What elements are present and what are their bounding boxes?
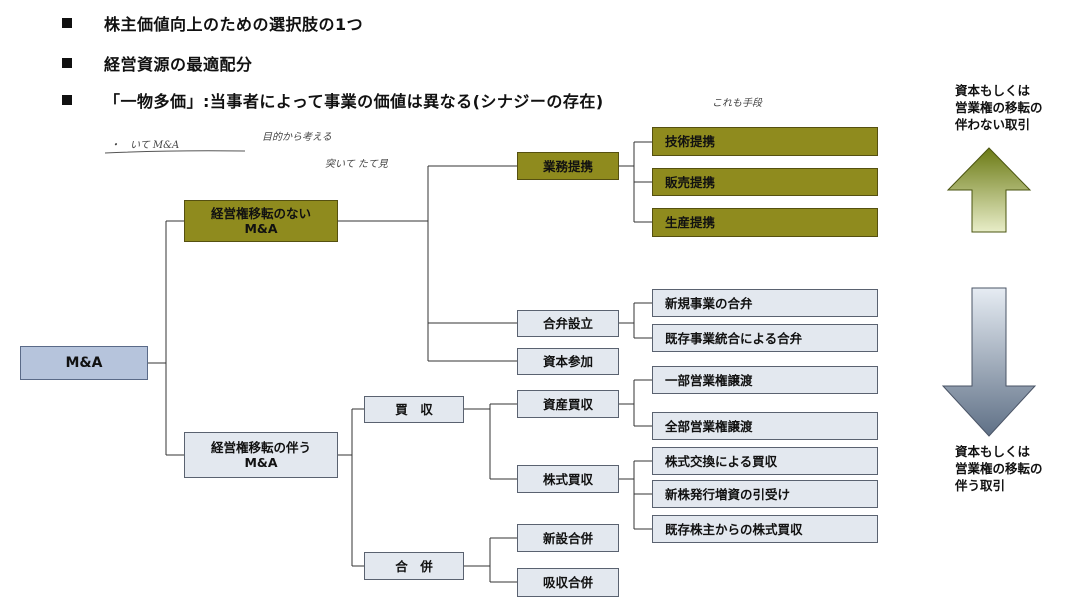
node-joint-venture: 合弁設立	[517, 310, 619, 337]
bullet-square-icon	[62, 18, 72, 28]
node-tech-alliance: 技術提携	[652, 127, 878, 156]
node-merger: 合 併	[364, 552, 464, 580]
bullet-text: 株主価値向上のための選択肢の1つ	[104, 15, 364, 34]
node-new-share-subscription: 新株発行増資の引受け	[652, 480, 878, 508]
node-share-exchange: 株式交換による買収	[652, 447, 878, 475]
bullet-item-2: 経営資源の最適配分	[62, 51, 253, 75]
node-consolidation-merger: 新設合併	[517, 524, 619, 552]
node-partial-transfer: 一部営業権譲渡	[652, 366, 878, 394]
handwritten-note: ・ いて M&A	[110, 140, 180, 151]
node-capital-participation: 資本参加	[517, 348, 619, 375]
arrow-up-icon	[946, 147, 1032, 233]
node-share-purchase: 株式買収	[517, 465, 619, 493]
node-existing-share-purchase: 既存株主からの株式買収	[652, 515, 878, 543]
node-with-transfer-ma: 経営権移転の伴う M&A	[184, 432, 338, 478]
node-no-transfer-ma: 経営権移転のない M&A	[184, 200, 338, 242]
node-production-alliance: 生産提携	[652, 208, 878, 237]
node-business-alliance: 業務提携	[517, 152, 619, 180]
label-with-capital-transfer: 資本もしくは 営業権の移転の 伴う取引	[955, 444, 1043, 493]
bullet-square-icon	[62, 95, 72, 105]
node-ma: M&A	[20, 346, 148, 380]
bullet-item-1: 株主価値向上のための選択肢の1つ	[62, 11, 363, 35]
bullet-item-3: 「一物多価」:当事者によって事業の価値は異なる(シナジーの存在)	[62, 88, 604, 112]
handwritten-note: これも手段	[712, 98, 762, 109]
bullet-text: 経営資源の最適配分	[104, 55, 253, 74]
node-new-business-jv: 新規事業の合弁	[652, 289, 878, 317]
bullet-text: 「一物多価」:当事者によって事業の価値は異なる(シナジーの存在)	[104, 92, 604, 111]
bullet-square-icon	[62, 58, 72, 68]
node-asset-purchase: 資産買収	[517, 390, 619, 418]
handwritten-note: 突いて たて見	[325, 159, 388, 170]
node-acquisition: 買 収	[364, 396, 464, 423]
node-full-transfer: 全部営業権譲渡	[652, 412, 878, 440]
node-absorption-merger: 吸収合併	[517, 568, 619, 597]
handwritten-note: 目的から考える	[262, 132, 332, 143]
arrow-down-icon	[941, 287, 1037, 437]
label-no-capital-transfer: 資本もしくは 営業権の移転の 伴わない取引	[955, 83, 1043, 132]
node-existing-business-jv: 既存事業統合による合弁	[652, 324, 878, 352]
node-sales-alliance: 販売提携	[652, 168, 878, 196]
